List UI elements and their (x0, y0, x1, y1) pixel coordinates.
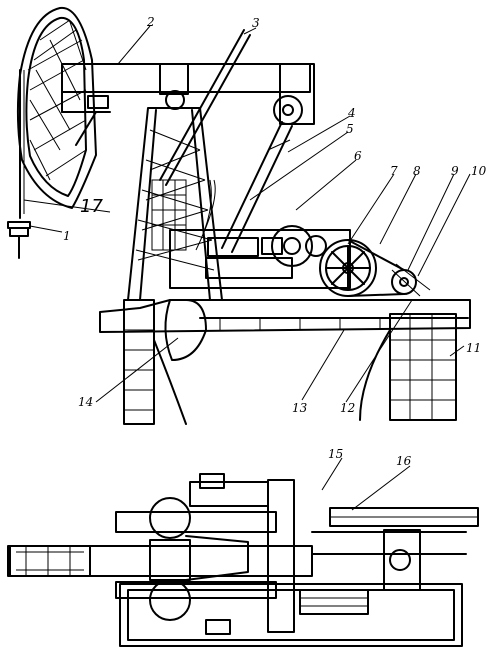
side-elevation (7, 6, 471, 425)
label-1: 1 (63, 229, 71, 243)
label-2: 2 (146, 15, 155, 29)
label-14: 14 (78, 395, 93, 409)
label-4: 4 (347, 106, 356, 120)
label-12: 12 (340, 401, 355, 415)
label-15: 15 (328, 447, 343, 461)
label-17: 17 (80, 196, 103, 217)
label-16: 16 (396, 454, 412, 468)
label-7: 7 (390, 164, 398, 178)
label-3: 3 (252, 16, 260, 30)
leader-lines (95, 25, 471, 403)
label-6: 6 (354, 149, 362, 163)
samson-post (127, 29, 251, 301)
base-frame (99, 299, 471, 425)
gearbox (169, 179, 351, 289)
label-13: 13 (292, 401, 308, 415)
wireline-hanger (7, 69, 111, 259)
horse-head (16, 6, 97, 209)
label-5: 5 (346, 122, 354, 136)
pitman-arm (221, 121, 293, 253)
belt-drive (319, 239, 431, 297)
label-8: 8 (413, 164, 421, 178)
plan-view (7, 457, 479, 647)
walking-beam (61, 63, 315, 146)
label-9: 9 (451, 164, 459, 178)
label-11: 11 (466, 341, 481, 355)
part-labels: 1 2 3 4 5 6 7 8 9 10 11 12 13 14 15 16 1… (63, 15, 487, 468)
label-10: 10 (471, 164, 487, 178)
